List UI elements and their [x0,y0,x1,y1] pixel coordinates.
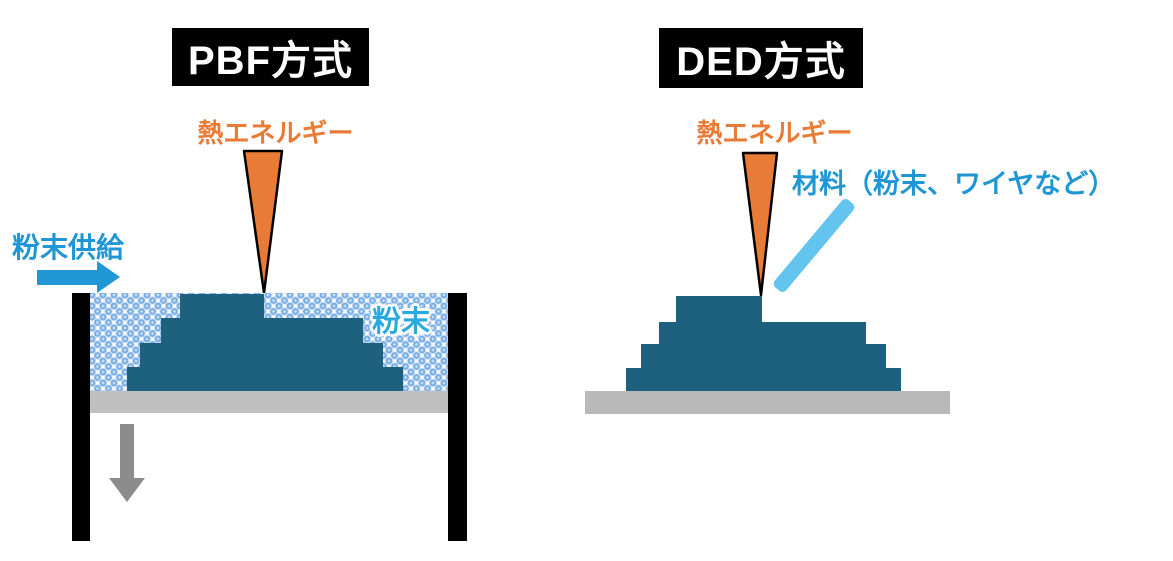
powder-supply-label: 粉末供給 [12,232,125,263]
material-label: 材料（粉末、ワイヤなど） [792,169,1116,199]
pbf-part-tier-2 [161,318,363,344]
ded-part-tier-2 [659,322,866,345]
pbf-title: PBF方式 [172,28,369,86]
ded-title: DED方式 [659,28,863,88]
pbf-part-tier-4 [127,367,403,391]
chamber-left-wall [72,293,90,541]
pbf-build-platform [90,391,448,413]
chamber-right-wall [448,293,467,541]
powder-supply-arrow-icon [37,270,98,285]
material-feed-bar-icon [771,197,857,294]
heat-beam-cone-icon [242,149,286,295]
ded-part-tier-3 [641,344,886,369]
pbf-part-tier-1 [180,294,264,319]
ded-part-tier-1 [676,296,762,323]
ded-heat-energy-label: 熱エネルギー [696,118,853,148]
pbf-heat-energy-label: 熱エネルギー [197,118,354,148]
ded-build-platform [585,391,950,414]
platform-down-arrow-head-icon [109,478,145,502]
heat-beam-cone-icon [741,151,781,297]
powder-supply-arrow-head-icon [97,261,120,293]
powder-label: 粉末 [372,306,431,338]
ded-part-tier-4 [626,368,901,391]
platform-down-arrow-icon [120,424,134,478]
pbf-part-tier-3 [140,343,383,368]
